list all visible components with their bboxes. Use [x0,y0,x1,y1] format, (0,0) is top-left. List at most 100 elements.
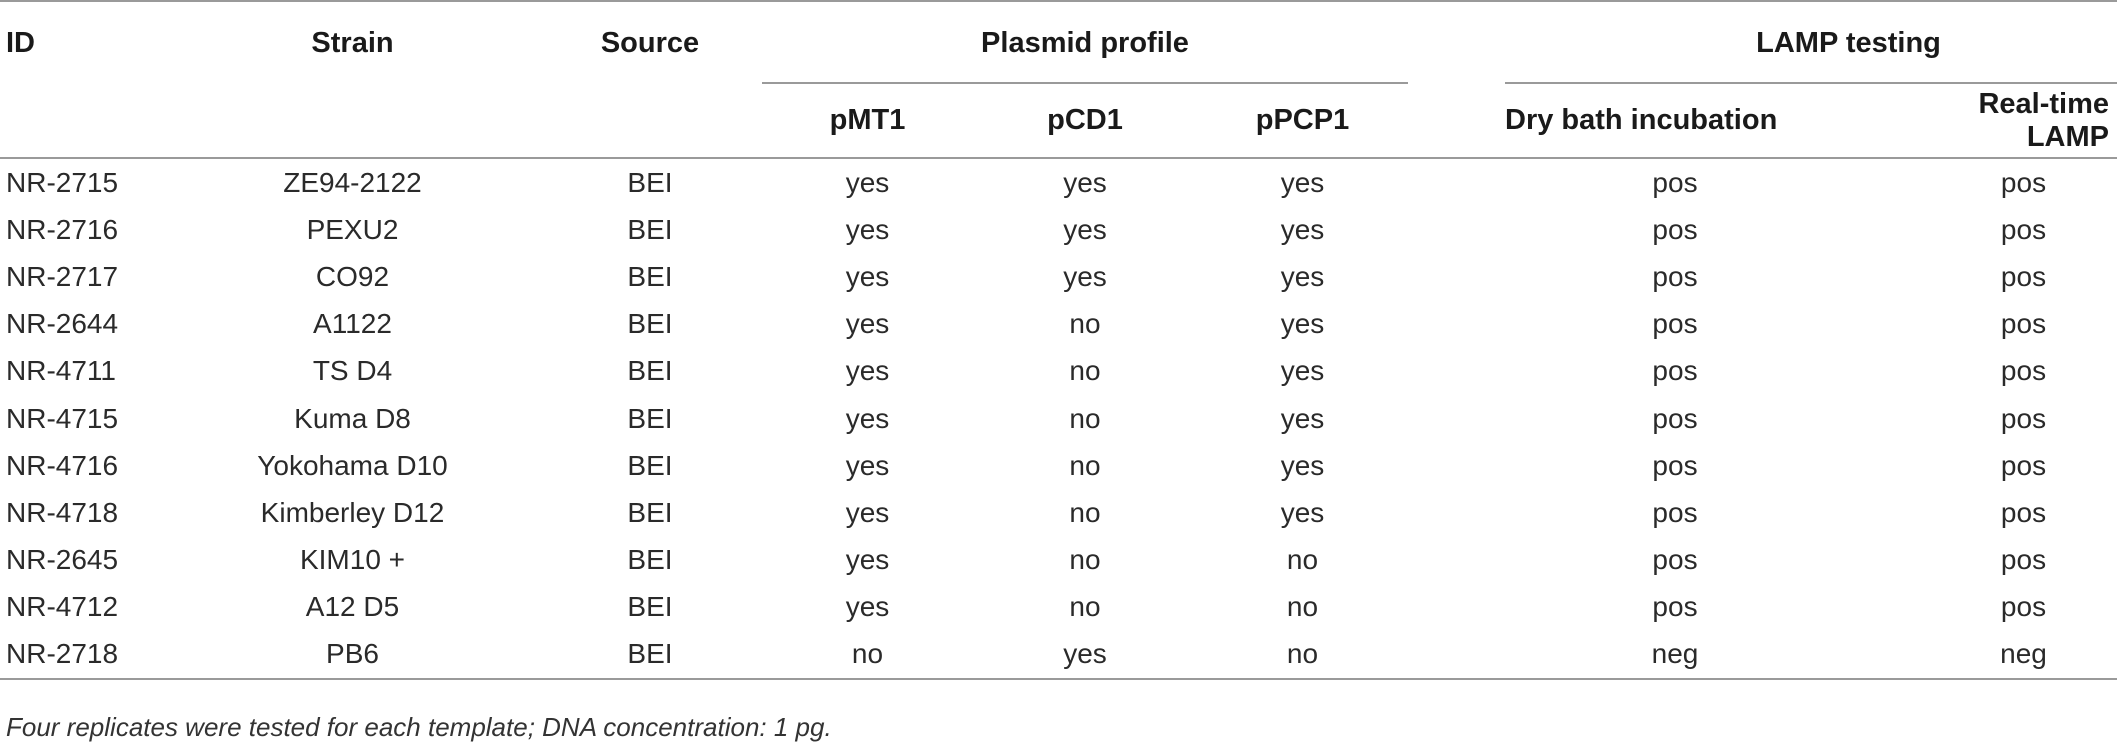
cell-source: BEI [627,260,673,292]
cell-ppcp1: yes [1280,166,1325,198]
cell-real-time: pos [2000,260,2047,292]
cell-strain: Kimberley D12 [260,496,445,528]
table-row: NR-4718 Kimberley D12 BEI yes no yes pos… [0,489,2117,536]
cell-dry-bath: pos [1652,402,1698,434]
cell-strain: TS D4 [312,355,393,387]
cell-pmt1: yes [845,449,890,481]
cell-pmt1: yes [845,308,890,340]
cell-source: BEI [627,591,673,623]
cell-ppcp1: yes [1280,213,1325,245]
cell-ppcp1: yes [1280,402,1325,434]
table-row: NR-2716 PEXU2 BEI yes yes yes pos pos [0,206,2117,253]
cell-dry-bath: pos [1652,496,1698,528]
cell-strain: KIM10 + [299,544,406,576]
cell-id: NR-4718 [6,496,119,528]
cell-id: NR-4716 [6,449,119,481]
cell-strain: A1122 [313,308,392,340]
table-header: ID Strain Source Plasmid profile LAMP te… [0,1,2117,158]
cell-ppcp1: yes [1280,260,1325,292]
cell-pmt1: yes [845,213,890,245]
cell-dry-bath: pos [1652,544,1698,576]
cell-pcd1: no [1069,496,1101,528]
cell-pcd1: yes [1063,213,1107,245]
cell-id: NR-2716 [6,213,119,245]
results-table-container: ID Strain Source Plasmid profile LAMP te… [0,1,2117,681]
cell-source: BEI [627,449,673,481]
cell-source: BEI [627,213,673,245]
cell-dry-bath: pos [1652,213,1698,245]
header-id: ID [6,26,35,59]
header-ppcp1: pPCP1 [1255,104,1350,136]
cell-source: BEI [627,496,673,528]
table-row: NR-4715 Kuma D8 BEI yes no yes pos pos [0,395,2117,442]
cell-pmt1: yes [845,496,890,528]
cell-real-time: neg [1890,630,2117,681]
header-plasmid-profile: Plasmid profile [760,1,1410,84]
cell-real-time: pos [2000,308,2047,340]
header-gap [1410,1,1550,84]
cell-source: BEI [627,166,673,198]
cell-pcd1: no [1069,308,1101,340]
table-row: NR-2645 KIM10 + BEI yes no no pos pos [0,537,2117,584]
cell-strain: Kuma D8 [294,402,411,434]
cell-ppcp1: no [1286,544,1319,576]
table-row: NR-4716 Yokohama D10 BEI yes no yes pos … [0,442,2117,489]
cell-strain: A12 D5 [305,591,400,623]
cell-pmt1: yes [845,402,890,434]
table-row: NR-2715 ZE94-2122 BEI yes yes yes pos po… [0,158,2117,206]
cell-pmt1: no [760,630,975,681]
cell-strain: Yokohama D10 [257,449,448,481]
cell-pmt1: yes [845,260,890,292]
cell-pmt1: yes [845,544,890,576]
table-row: NR-4711 TS D4 BEI yes no yes pos pos [0,348,2117,395]
cell-source: BEI [627,308,673,340]
cell-id: NR-2644 [6,308,119,340]
cell-real-time: pos [2000,402,2047,434]
table-row: NR-2718 PB6 BEI no yes no neg neg [0,630,2117,681]
cell-dry-bath: pos [1652,355,1698,387]
results-table: ID Strain Source Plasmid profile LAMP te… [0,1,2117,681]
cell-ppcp1: no [1195,630,1410,681]
cell-ppcp1: yes [1280,308,1325,340]
cell-id: NR-2718 [0,630,165,681]
cell-real-time: pos [2000,449,2047,481]
cell-strain: PEXU2 [306,213,399,245]
header-source: Source [600,26,700,59]
cell-pcd1: no [1069,544,1101,576]
cell-source: BEI [540,630,760,681]
table-body: NR-2715 ZE94-2122 BEI yes yes yes pos po… [0,158,2117,681]
header-empty-id [0,84,165,158]
cell-source: BEI [627,544,673,576]
cell-pcd1: no [1069,402,1101,434]
header-pcd1: pCD1 [1047,104,1123,136]
cell-source: BEI [627,402,673,434]
header-row-bottom: pMT1 pCD1 pPCP1 Dry bath incubation Real… [0,84,2117,158]
cell-dry-bath: pos [1652,449,1698,481]
cell-strain: ZE94-2122 [283,166,422,198]
cell-pmt1: yes [845,355,890,387]
cell-ppcp1: yes [1280,496,1325,528]
cell-ppcp1: yes [1280,355,1325,387]
header-dry-bath: Dry bath incubation [1505,104,1778,136]
lamp-testing-rule [1505,82,2117,84]
cell-pcd1: yes [975,630,1195,681]
header-pmt1: pMT1 [829,104,906,136]
cell-pcd1: no [1069,591,1101,623]
cell-strain: CO92 [315,260,390,292]
cell-dry-bath: pos [1652,308,1698,340]
header-empty-source [540,84,760,158]
cell-id: NR-4712 [6,591,119,623]
header-empty-strain [165,84,540,158]
header-lamp-testing: LAMP testing [1505,1,2117,84]
header-lamp-testing-label: LAMP testing [1756,26,1941,59]
table-footnote: Four replicates were tested for each tem… [6,712,832,742]
cell-dry-bath: pos [1652,166,1698,198]
cell-pmt1: yes [845,591,890,623]
table-row: NR-2717 CO92 BEI yes yes yes pos pos [0,253,2117,300]
header-strain: Strain [311,26,394,59]
header-plasmid-profile-label: Plasmid profile [981,26,1189,59]
cell-real-time: pos [2000,355,2047,387]
cell-ppcp1: yes [1280,449,1325,481]
cell-id: NR-2645 [6,544,119,576]
cell-real-time: pos [2000,544,2047,576]
